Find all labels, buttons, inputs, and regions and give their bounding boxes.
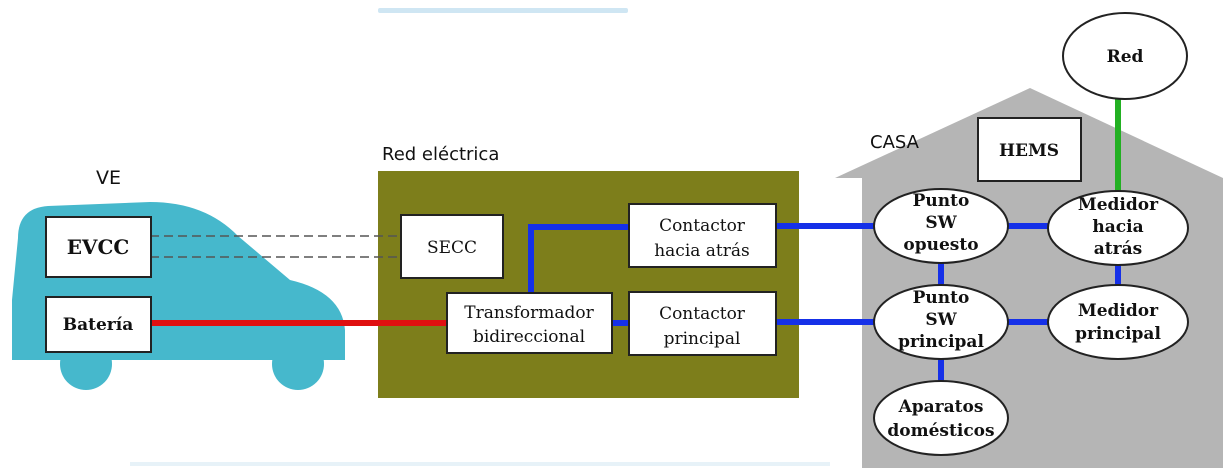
punto-opuesto-text-1: Punto	[913, 191, 970, 211]
bateria-box	[45, 296, 152, 353]
house-shape	[835, 88, 1223, 468]
top-decoration	[378, 8, 628, 13]
hems-box	[977, 117, 1082, 182]
contactor-principal-text-1: Contactor	[659, 304, 746, 324]
red-text: Red	[1107, 47, 1144, 67]
car-wheel-rear	[272, 338, 324, 390]
red-electrica-label: Red eléctrica	[382, 144, 499, 165]
red-node	[1062, 12, 1188, 100]
bateria-text: Batería	[63, 315, 133, 335]
medidor-principal-text-2: principal	[1075, 324, 1161, 344]
punto-principal-text-3: principal	[898, 332, 984, 352]
bottom-decoration	[130, 462, 830, 466]
casa-label: CASA	[870, 132, 920, 153]
punto-principal-text-2: SW	[925, 310, 957, 330]
contactor-atras-text-1: Contactor	[659, 216, 746, 236]
medidor-atras-text-3: atrás	[1094, 239, 1142, 259]
contactor-principal-text-2: principal	[664, 329, 741, 349]
transformador-text-1: Transformador	[464, 303, 594, 323]
ve-label: VE	[96, 167, 121, 189]
punto-sw-opuesto-node	[873, 188, 1009, 264]
medidor-atras-text-1: Medidor	[1078, 195, 1159, 215]
evcc-text: EVCC	[67, 235, 130, 259]
punto-sw-principal-node	[873, 284, 1009, 360]
contactor-atras-text-2: hacia atrás	[654, 241, 750, 261]
evcc-box	[45, 216, 152, 278]
medidor-principal-node	[1047, 284, 1189, 360]
aparatos-domesticos-node	[873, 380, 1009, 456]
medidor-principal-text-1: Medidor	[1078, 301, 1159, 321]
contactor-atras-box	[628, 203, 777, 268]
hems-text: HEMS	[999, 141, 1059, 161]
secc-text: SECC	[427, 238, 477, 258]
medidor-hacia-atras-node	[1047, 190, 1189, 266]
punto-principal-text-1: Punto	[913, 288, 970, 308]
punto-opuesto-text-3: opuesto	[903, 235, 978, 255]
punto-opuesto-text-2: SW	[925, 213, 957, 233]
aparatos-text-1: Aparatos	[898, 397, 984, 417]
transformador-box	[446, 292, 613, 354]
aparatos-text-2: domésticos	[887, 421, 994, 441]
transformador-text-2: bidireccional	[473, 327, 585, 347]
contactor-principal-box	[628, 291, 777, 356]
medidor-atras-text-2: hacia	[1092, 217, 1143, 237]
secc-box	[400, 214, 504, 279]
